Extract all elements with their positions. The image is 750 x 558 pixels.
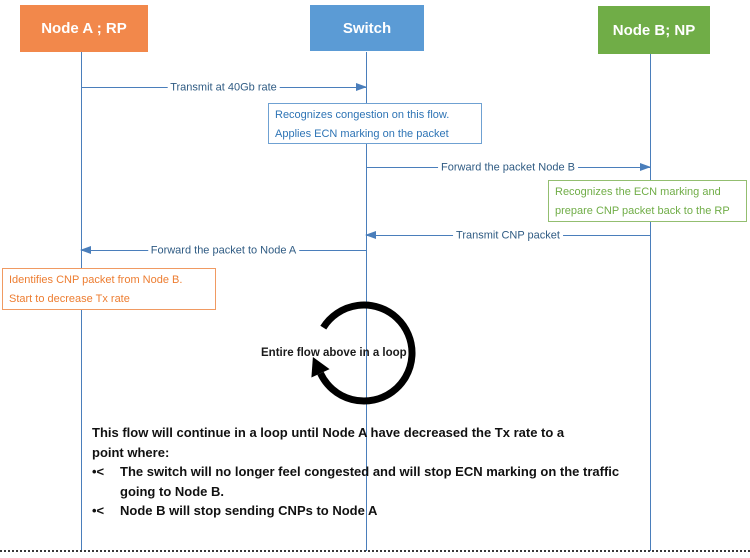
loop-label: Entire flow above in a loop xyxy=(261,347,407,359)
summary-intro-line-2: point where: xyxy=(92,444,170,460)
loop-arrow-icon xyxy=(311,301,416,405)
arrowhead-left-icon xyxy=(365,230,376,239)
note-line: Applies ECN marking on the packet xyxy=(275,128,449,140)
arrowhead-left-icon xyxy=(80,245,91,254)
message-label: Transmit CNP packet xyxy=(453,229,563,242)
bullet-marker-icon: •< xyxy=(92,464,105,479)
note-line: prepare CNP packet back to the RP xyxy=(555,205,730,217)
actor-node-b-label: Node B; NP xyxy=(612,21,696,39)
actor-node-b: Node B; NP xyxy=(598,6,710,54)
actor-switch: Switch xyxy=(310,5,424,51)
bullet-text: The switch will no longer feel congested… xyxy=(120,464,620,499)
arrowhead-right-icon xyxy=(640,162,651,171)
note-line: Start to decrease Tx rate xyxy=(9,293,130,305)
actor-switch-label: Switch xyxy=(342,19,392,37)
actor-node-a: Node A ; RP xyxy=(20,5,148,52)
switch-congestion-note: Recognizes congestion on this flow. Appl… xyxy=(268,103,482,144)
note-line: Recognizes congestion on this flow. xyxy=(275,109,450,121)
switch-lifeline xyxy=(365,52,367,551)
node-b-lifeline xyxy=(649,52,651,551)
summary-bullet-2: •< Node B will stop sending CNPs to Node… xyxy=(92,501,622,521)
summary-paragraph: This flow will continue in a loop until … xyxy=(92,423,622,521)
message-label: Forward the packet Node B xyxy=(438,161,578,174)
note-line: Recognizes the ECN marking and xyxy=(555,186,721,198)
bottom-dotted-divider xyxy=(0,550,750,552)
summary-bullet-1: •< The switch will no longer feel conges… xyxy=(92,462,622,501)
note-line: Identifies CNP packet from Node B. xyxy=(9,274,183,286)
node-b-ecn-note: Recognizes the ECN marking and prepare C… xyxy=(548,180,747,222)
bullet-text: Node B will stop sending CNPs to Node A xyxy=(120,503,378,518)
message-label: Transmit at 40Gb rate xyxy=(167,81,280,94)
actor-node-a-label: Node A ; RP xyxy=(41,20,127,37)
message-label: Forward the packet to Node A xyxy=(147,244,300,257)
node-a-cnp-note: Identifies CNP packet from Node B. Start… xyxy=(2,268,216,310)
arrowhead-right-icon xyxy=(356,82,367,91)
summary-intro-line-1: This flow will continue in a loop until … xyxy=(92,425,565,440)
bullet-marker-icon: •< xyxy=(92,503,105,518)
